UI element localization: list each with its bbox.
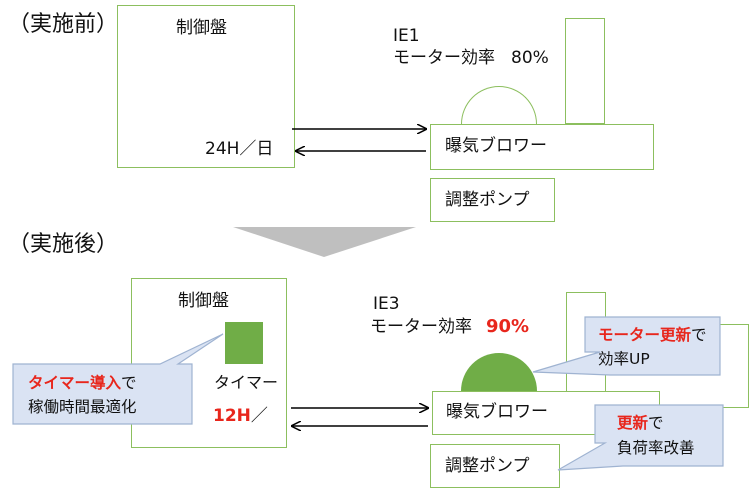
- schedule-label-before: 24H／日: [205, 139, 274, 159]
- callout-timer-shape: [12, 333, 224, 425]
- timer-label: タイマー: [214, 373, 279, 392]
- control-panel-label-after: 制御盤: [178, 291, 229, 311]
- motor-efficiency-value-before: 80%: [511, 48, 549, 68]
- timer-icon: [225, 322, 263, 364]
- transition-arrow: [233, 227, 416, 257]
- blower-label-before: 曝気ブロワー: [445, 136, 547, 156]
- schedule-value-after: 12H: [213, 406, 251, 426]
- callout-pump-highlight: 更新: [617, 414, 649, 432]
- callout-pump-suffix: で: [648, 414, 664, 432]
- callout-motor-shape: [532, 316, 721, 376]
- callout-pump-line2: 負荷率改善: [617, 439, 695, 457]
- callout-motor-line1: モーター更新で: [598, 326, 707, 345]
- section-label-before: （実施前）: [8, 12, 119, 37]
- ie-class-after: IE3: [373, 294, 400, 314]
- callout-motor-suffix: で: [691, 326, 707, 344]
- callout-timer-suffix: で: [121, 374, 137, 392]
- pump-box-after: [430, 444, 560, 488]
- blower-label-after: 曝気ブロワー: [446, 402, 548, 422]
- callout-motor-highlight: モーター更新: [598, 326, 692, 344]
- schedule-after: 12H／: [213, 406, 268, 426]
- pump-label-after: 調整ポンプ: [445, 456, 530, 476]
- callout-timer-highlight: タイマー導入: [28, 374, 122, 392]
- motor-efficiency-value-after: 90%: [486, 316, 530, 337]
- blower-box-before: [430, 124, 654, 170]
- schedule-unit-after: ／: [250, 406, 268, 426]
- blower-outlet-before: [565, 18, 605, 124]
- motor-efficiency-after: モーター効率 90%: [370, 316, 529, 338]
- callout-pump-line1: 更新で: [617, 414, 664, 433]
- motor-efficiency-label-before: モーター効率: [393, 48, 495, 68]
- callout-motor-line2: 効率UP: [598, 350, 650, 368]
- callout-timer-line2: 稼働時間最適化: [28, 398, 137, 416]
- section-label-after: （実施後）: [8, 232, 119, 257]
- control-panel-label-before: 制御盤: [176, 18, 227, 38]
- ie-class-before: IE1: [393, 26, 420, 46]
- control-panel-before: [117, 5, 295, 168]
- callout-timer-line1: タイマー導入で: [28, 374, 137, 393]
- pump-label-before: 調整ポンプ: [445, 190, 530, 210]
- motor-efficiency-before: モーター効率 80%: [393, 48, 549, 68]
- motor-efficiency-label-after: モーター効率: [370, 317, 472, 337]
- callout-pump-shape: [557, 404, 724, 471]
- pump-box-before: [430, 178, 555, 222]
